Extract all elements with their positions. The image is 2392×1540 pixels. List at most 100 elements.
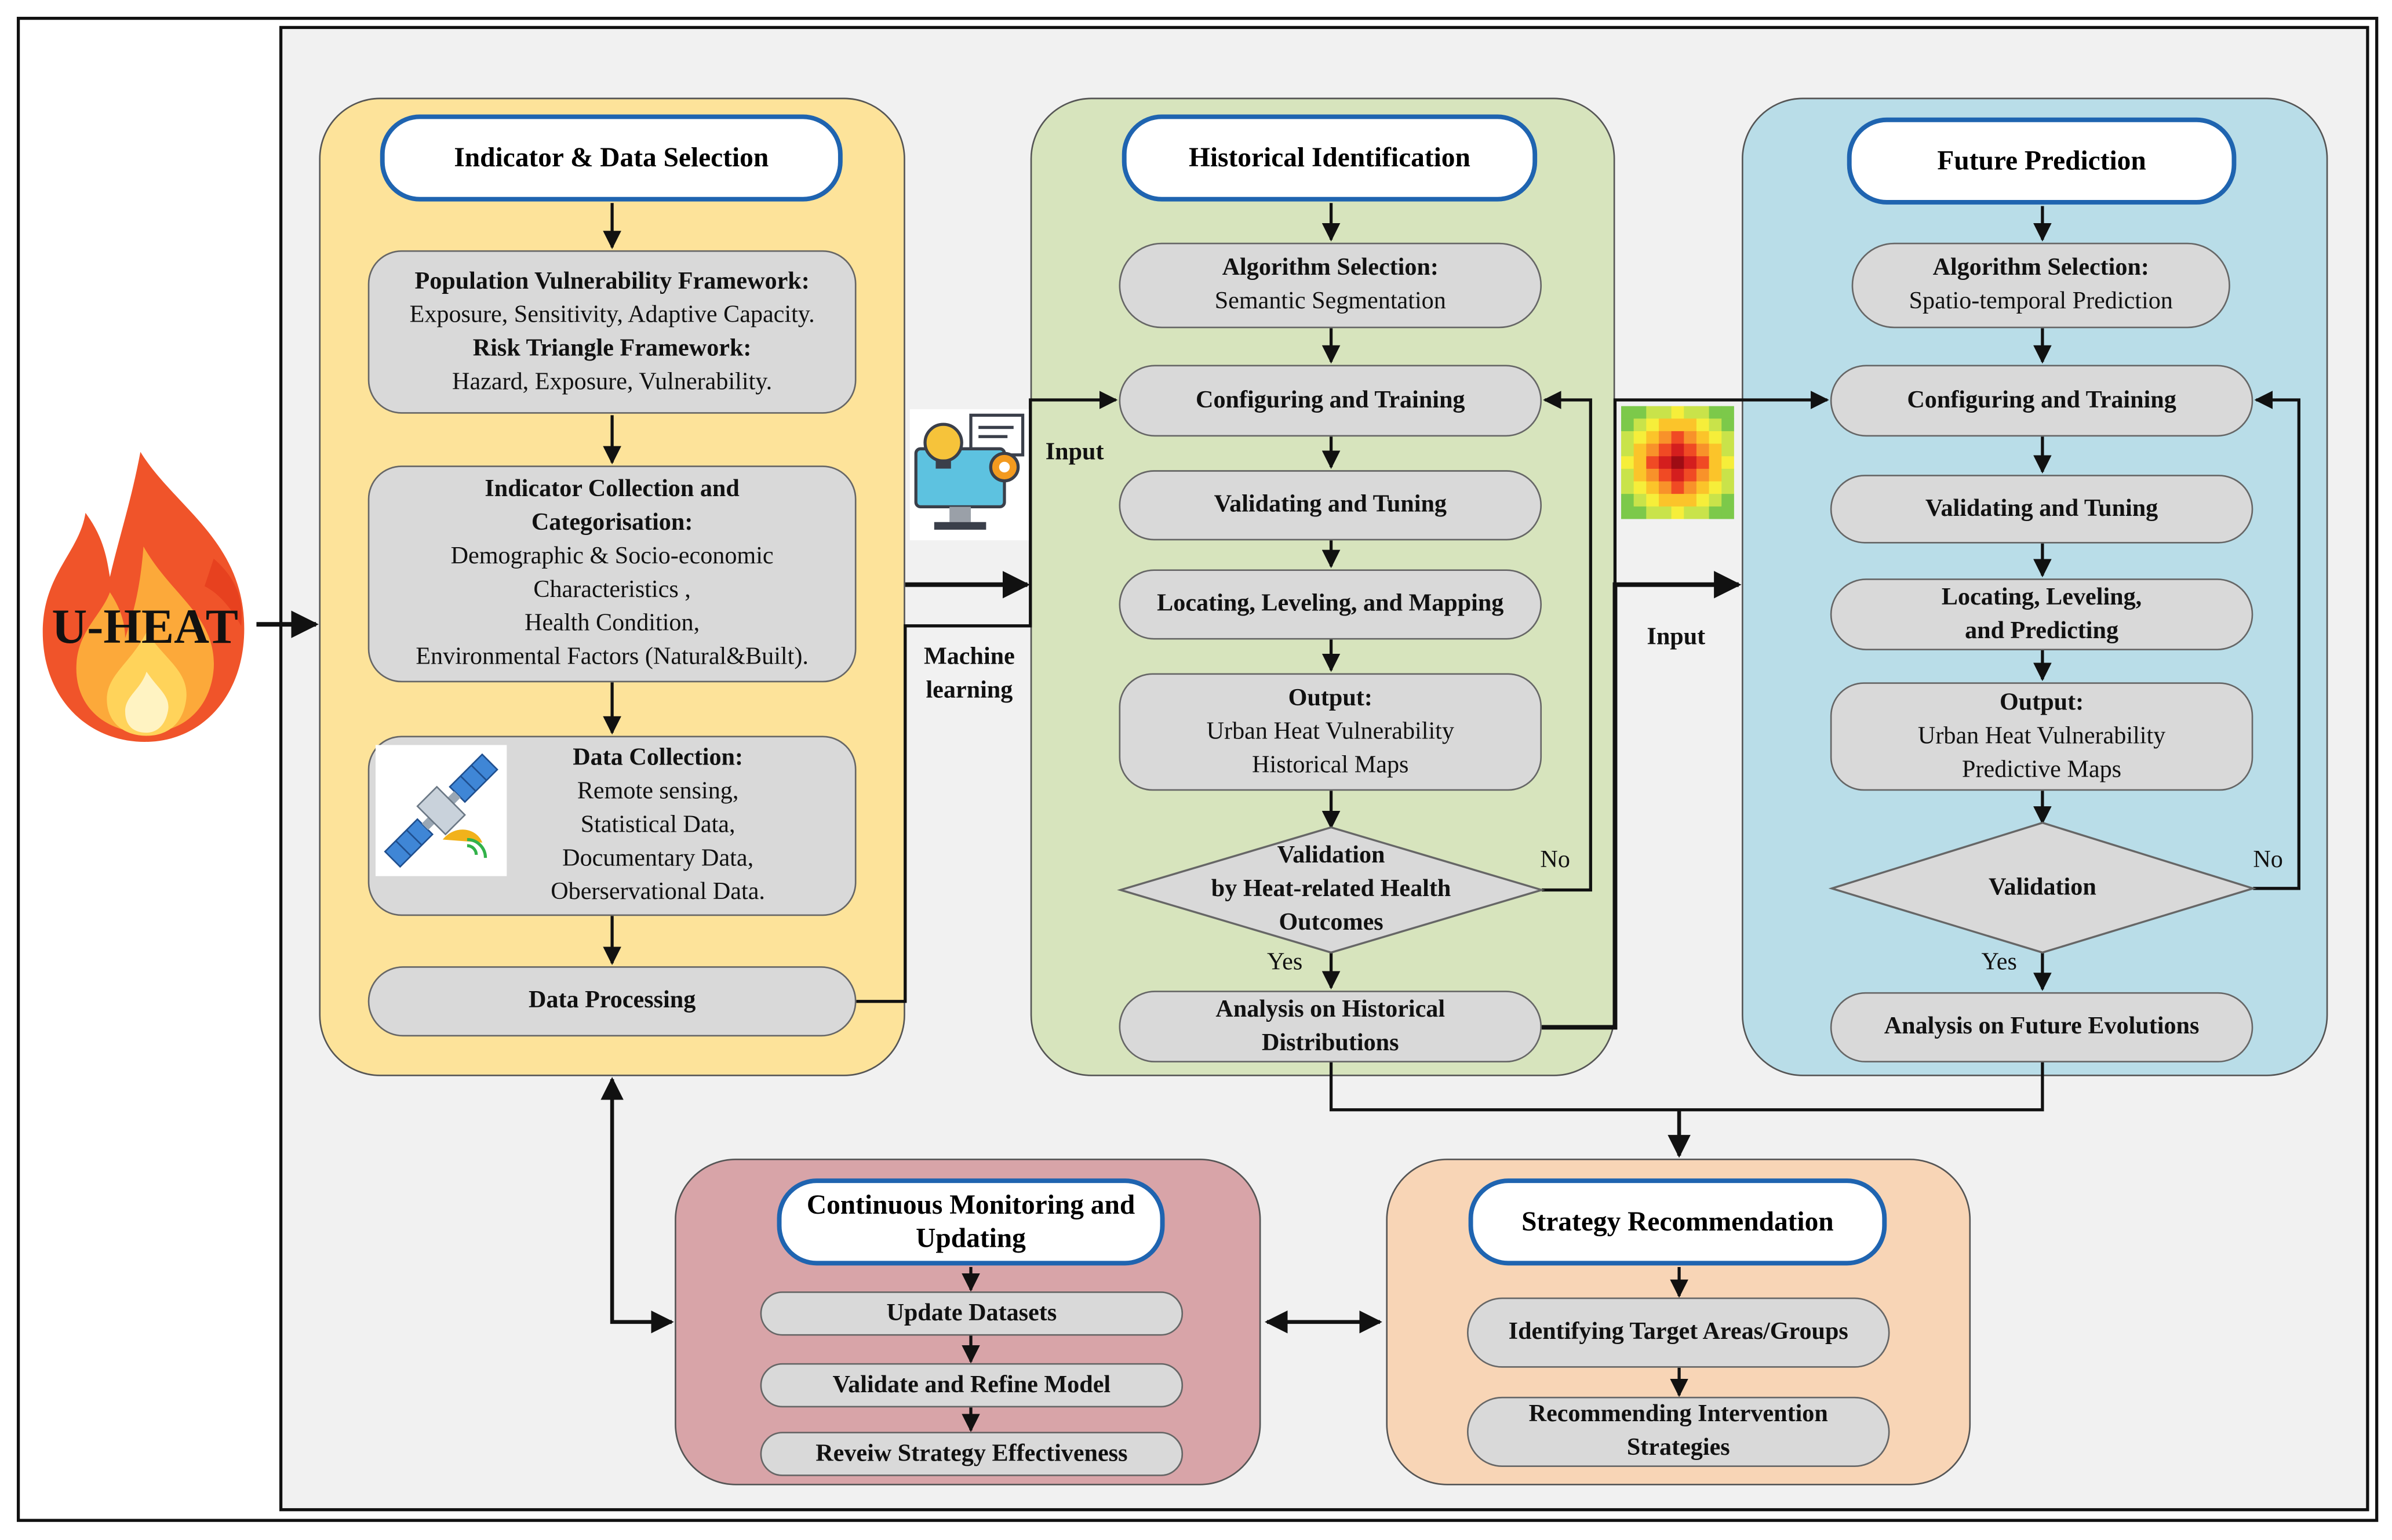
strategy-header-label: Strategy Recommendation	[1521, 1205, 1834, 1236]
historical-algorithm-box: Algorithm Selection: Semantic Segmentati…	[1119, 242, 1542, 329]
historical-locate-label: Locating, Leveling, and Mapping	[1157, 591, 1504, 617]
heatmap-cell	[1646, 494, 1659, 507]
heatmap-cell	[1696, 431, 1710, 445]
heatmap-cell	[1696, 406, 1710, 420]
heatmap-cell	[1658, 406, 1672, 420]
heatmap-cell	[1721, 481, 1735, 494]
heatmap-cell	[1621, 481, 1634, 494]
historical-analysis-line-1: Analysis on Historical	[1215, 996, 1446, 1022]
heatmap-cell	[1696, 456, 1710, 469]
heatmap-cell	[1633, 494, 1647, 507]
heatmap-cell	[1671, 443, 1685, 457]
future-validate-label: Validating and Tuning	[1925, 495, 2158, 522]
heatmap-cell	[1621, 506, 1634, 520]
heatmap-cell	[1696, 443, 1710, 457]
yes-label-2: Yes	[1981, 949, 2017, 975]
heatmap-cell	[1721, 456, 1735, 469]
heatmap-cell	[1671, 506, 1685, 520]
heatmap-cell	[1721, 468, 1735, 482]
heatmap-cell	[1721, 443, 1735, 457]
collection-line-2: Characteristics ,	[533, 577, 691, 603]
review-strategy-label: Reveiw Strategy Effectiveness	[815, 1440, 1128, 1466]
historical-validation-line-1: Validation	[1277, 842, 1385, 869]
target-areas-box: Identifying Target Areas/Groups	[1466, 1297, 1890, 1368]
heatmap-cell	[1684, 406, 1697, 420]
monitoring-header-line-1: Continuous Monitoring and	[806, 1189, 1135, 1220]
future-output-box: Output: Urban Heat Vulnerability Predict…	[1830, 682, 2253, 791]
heatmap-cell	[1658, 506, 1672, 520]
risk-framework-text: Hazard, Exposure, Vulnerability.	[452, 369, 773, 395]
monitoring-header-line-2: Updating	[916, 1222, 1026, 1253]
refine-model-box: Validate and Refine Model	[760, 1363, 1184, 1408]
indicator-header: Indicator & Data Selection	[380, 114, 843, 202]
future-output-line-1: Urban Heat Vulnerability	[1917, 723, 2166, 749]
heatmap-cell	[1721, 506, 1735, 520]
heatmap-cell	[1658, 494, 1672, 507]
future-validation-text: Validation	[1890, 870, 2196, 906]
heatmap-cell	[1709, 406, 1723, 420]
heatmap-cell	[1646, 506, 1659, 520]
heatmap-cell	[1633, 431, 1647, 445]
heatmap-cell	[1721, 431, 1735, 445]
future-algorithm-title: Algorithm Selection:	[1932, 254, 2149, 281]
ai-computer-icon	[909, 409, 1029, 541]
machine-learning-line-2: learning	[926, 678, 1013, 704]
update-datasets-box: Update Datasets	[760, 1291, 1184, 1336]
historical-locate-box: Locating, Leveling, and Mapping	[1119, 569, 1542, 640]
no-label-2: No	[2253, 847, 2283, 873]
heatmap-cell	[1721, 494, 1735, 507]
input-label-1: Input	[1045, 439, 1104, 466]
historical-validation-line-3: Outcomes	[1279, 909, 1383, 936]
data-collection-line-1: Remote sensing,	[577, 778, 739, 804]
heatmap-cell	[1709, 418, 1723, 432]
heatmap-cell	[1646, 443, 1659, 457]
future-analysis-label: Analysis on Future Evolutions	[1884, 1013, 2200, 1040]
heatmap-cell	[1671, 456, 1685, 469]
heatmap-cell	[1709, 494, 1723, 507]
heatmap-cell	[1671, 494, 1685, 507]
pop-framework-text: Exposure, Sensitivity, Adaptive Capacity…	[409, 301, 815, 327]
target-areas-label: Identifying Target Areas/Groups	[1508, 1319, 1848, 1345]
historical-validate-label: Validating and Tuning	[1214, 492, 1447, 518]
indicator-header-label: Indicator & Data Selection	[454, 141, 769, 172]
strategy-header: Strategy Recommendation	[1468, 1178, 1887, 1266]
heatmap-cell	[1633, 506, 1647, 520]
heatmap-cell	[1696, 418, 1710, 432]
refine-model-label: Validate and Refine Model	[832, 1371, 1111, 1398]
heatmap-cell	[1709, 443, 1723, 457]
future-config-box: Configuring and Training	[1830, 365, 2253, 437]
pop-framework-title: Population Vulnerability Framework:	[414, 268, 810, 294]
heatmap-cell	[1658, 431, 1672, 445]
historical-validate-box: Validating and Tuning	[1119, 470, 1542, 541]
data-processing-label: Data Processing	[528, 988, 696, 1014]
future-validation-diamond	[1828, 821, 2257, 954]
heatmap-cell	[1646, 468, 1659, 482]
review-strategy-box: Reveiw Strategy Effectiveness	[760, 1432, 1184, 1476]
heatmap-cell	[1633, 406, 1647, 420]
heatmap-cell	[1671, 406, 1685, 420]
historical-validation-diamond	[1117, 826, 1546, 954]
heatmap-cell	[1684, 431, 1697, 445]
data-collection-title: Data Collection:	[573, 745, 743, 771]
historical-validation-line-2: by Heat-related Health	[1211, 876, 1451, 902]
risk-framework-title: Risk Triangle Framework:	[472, 335, 752, 361]
future-analysis-box: Analysis on Future Evolutions	[1830, 992, 2253, 1063]
data-collection-line-3: Documentary Data,	[562, 846, 754, 872]
heatmap-cell	[1658, 443, 1672, 457]
no-label-1: No	[1540, 847, 1570, 873]
heatmap-cell	[1671, 468, 1685, 482]
heatmap-cell	[1658, 456, 1672, 469]
future-algorithm-text: Spatio-temporal Prediction	[1909, 288, 2173, 315]
heatmap-cell	[1709, 481, 1723, 494]
heatmap-cell	[1696, 494, 1710, 507]
intervention-box: Recommending Intervention Strategies	[1466, 1396, 1890, 1467]
heatmap-cell	[1621, 406, 1634, 420]
fire-icon	[34, 446, 257, 745]
heatmap-cell	[1709, 468, 1723, 482]
heatmap-icon	[1621, 406, 1735, 520]
heatmap-cell	[1671, 418, 1685, 432]
heatmap-cell	[1696, 481, 1710, 494]
heatmap-cell	[1721, 406, 1735, 420]
